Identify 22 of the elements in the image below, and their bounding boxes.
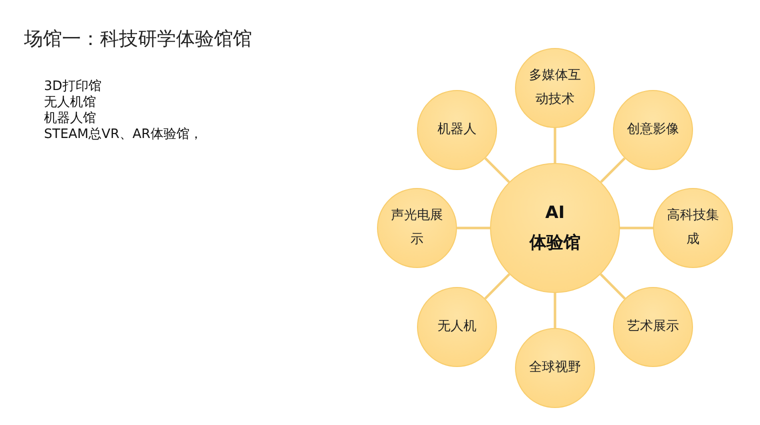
topic-circle: 机器人	[417, 90, 497, 170]
connector-line	[554, 293, 556, 328]
topic-circle: 多媒体互动技术	[515, 48, 595, 128]
center-circle: AI 体验馆	[490, 163, 620, 293]
topic-circle: 无人机	[417, 287, 497, 367]
connector-line	[484, 273, 510, 300]
connector-line	[554, 128, 556, 163]
list-item: 机器人馆	[44, 111, 96, 127]
connector-line	[600, 157, 626, 183]
topic-circle: 高科技集成	[653, 188, 733, 268]
topic-circle: 全球视野	[515, 328, 595, 408]
connector-line	[620, 226, 653, 230]
list-item: STEAM总VR、AR体验馆，	[44, 127, 202, 143]
page-title: 场馆一：科技研学体验馆馆	[24, 27, 252, 52]
connector-line	[600, 273, 626, 300]
connector-line	[457, 226, 490, 230]
connector-line	[484, 157, 510, 183]
list-item: 无人机馆	[44, 95, 96, 111]
topic-circle: 声光电展示	[377, 188, 457, 268]
topic-circle: 创意影像	[613, 90, 693, 170]
list-item: 3D打印馆	[44, 79, 102, 95]
topic-circle: 艺术展示	[613, 287, 693, 367]
